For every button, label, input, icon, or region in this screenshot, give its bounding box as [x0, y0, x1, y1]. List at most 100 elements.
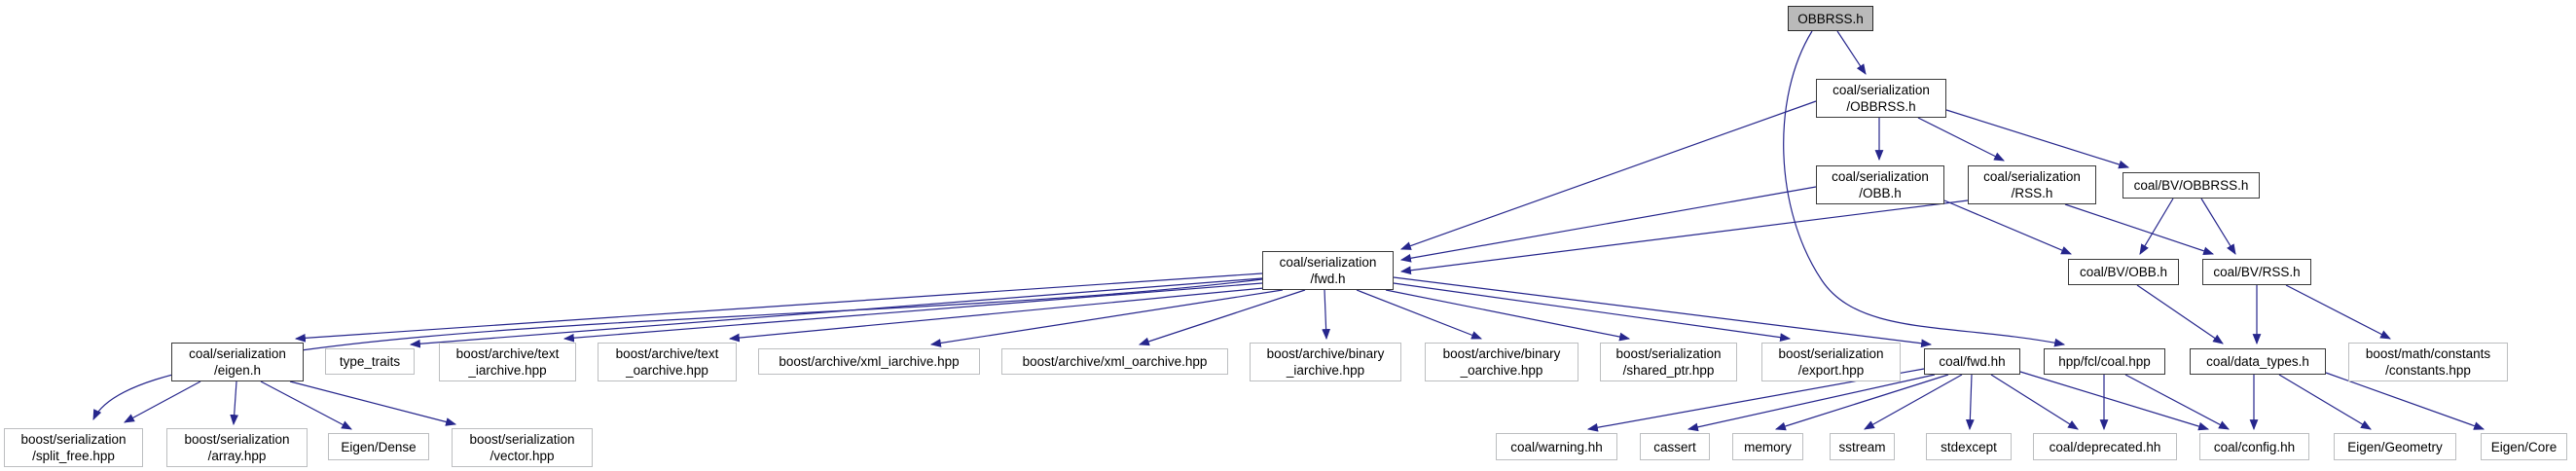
- edge-coal-serialization-fwd-h--to--boost-serialization-split-free-hpp: [92, 278, 1263, 420]
- node-label: sstream: [1838, 439, 1886, 454]
- edge-coal-data-types-h--to--eigen-geometry: [2278, 374, 2372, 430]
- node-coal-bv-obb-h[interactable]: coal/BV/OBB.h: [2068, 259, 2179, 285]
- edge-coal-fwd-hh--to--coal-config-hh: [2019, 371, 2210, 431]
- node-coal-serialization-fwd-h[interactable]: coal/serialization/fwd.h: [1262, 251, 1394, 290]
- edge-obbrss-root--to--hpp-fcl-coal-hpp: [1783, 30, 2066, 347]
- edge-coal-fwd-hh--to--cassert: [1687, 374, 1936, 432]
- edge-coal-serialization-eigen-h--to--boost-serialization-vector-hpp: [289, 380, 457, 426]
- node-label: coal/warning.hh: [1510, 439, 1603, 454]
- node-label: _iarchive.hpp: [468, 363, 547, 378]
- node-label: boost/serialization: [1615, 346, 1722, 361]
- edge-coal-serialization-fwd-h--to--boost-archive-text-iarchive-hpp: [562, 282, 1263, 343]
- node-label: OBBRSS.h: [1797, 11, 1864, 26]
- node-label: coal/data_types.h: [2206, 354, 2309, 369]
- edge-coal-serialization-obb-h--to--coal-serialization-fwd-h: [1399, 186, 1817, 263]
- edge-coal-serialization-rss-h--to--coal-serialization-fwd-h: [1399, 199, 1969, 275]
- node-memory: memory: [1732, 433, 1803, 460]
- edge-obbrss-root--to--coal-serialization-obbrss-h: [1836, 30, 1867, 75]
- node-coal-warning-hh: coal/warning.hh: [1496, 433, 1617, 460]
- edge-coal-fwd-hh--to--memory: [1774, 374, 1949, 431]
- node-type-traits: type_traits: [325, 348, 415, 375]
- node-label: boost/math/constants: [2365, 346, 2491, 361]
- node-label: boost/archive/binary: [1442, 346, 1561, 361]
- edge-coal-serialization-eigen-h--to--boost-serialization-array-hpp: [230, 380, 239, 426]
- node-coal-serialization-obb-h[interactable]: coal/serialization/OBB.h: [1816, 165, 1944, 204]
- node-boost-serialization-shared-ptr-hpp: boost/serialization/shared_ptr.hpp: [1600, 343, 1737, 381]
- edge-coal-serialization-fwd-h--to--boost-archive-xml-oarchive-hpp: [1138, 289, 1306, 346]
- node-eigen-dense: Eigen/Dense: [328, 433, 429, 460]
- edge-coal-fwd-hh--to--coal-deprecated-hh: [1990, 374, 2079, 430]
- node-eigen-core: Eigen/Core: [2481, 433, 2567, 460]
- node-label: /constants.hpp: [2385, 363, 2471, 378]
- node-label: /shared_ptr.hpp: [1622, 363, 1715, 378]
- node-label: _oarchive.hpp: [1460, 363, 1543, 378]
- edge-coal-serialization-eigen-h--to--boost-serialization-split-free-hpp: [124, 380, 201, 423]
- node-boost-archive-binary-oarchive-hpp: boost/archive/binary _oarchive.hpp: [1425, 343, 1578, 381]
- edge-coal-serialization-fwd-h--to--coal-serialization-eigen-h: [294, 272, 1263, 343]
- node-label: /fwd.h: [1310, 272, 1346, 286]
- node-boost-archive-binary-iarchive-hpp: boost/archive/binary_iarchive.hpp: [1250, 343, 1401, 381]
- node-label: _oarchive.hpp: [626, 363, 708, 378]
- node-label: hpp/fcl/coal.hpp: [2058, 354, 2151, 369]
- node-coal-bv-rss-h[interactable]: coal/BV/RSS.h: [2202, 259, 2311, 285]
- node-coal-config-hh: coal/config.hh: [2199, 433, 2309, 460]
- edge-coal-bv-rss-h--to--boost-math-constants-constants-hpp: [2285, 284, 2391, 340]
- node-coal-serialization-eigen-h[interactable]: coal/serialization/eigen.h: [171, 343, 304, 381]
- node-label: coal/BV/OBB.h: [2079, 265, 2168, 279]
- edge-coal-serialization-obbrss-h--to--coal-bv-obbrss-h: [1945, 109, 2130, 169]
- edge-coal-bv-obbrss-h--to--coal-bv-rss-h: [2200, 198, 2236, 255]
- node-boost-serialization-vector-hpp: boost/serialization/vector.hpp: [452, 428, 593, 467]
- edge-coal-serialization-obb-h--to--coal-bv-obb-h: [1943, 199, 2073, 255]
- node-label: Eigen/Geometry: [2347, 439, 2443, 454]
- node-label: boost/serialization: [20, 432, 127, 447]
- node-label: boost/serialization: [469, 432, 575, 447]
- node-cassert: cassert: [1640, 433, 1710, 460]
- node-boost-serialization-array-hpp: boost/serialization/array.hpp: [166, 428, 308, 467]
- edge-coal-serialization-fwd-h--to--boost-archive-xml-iarchive-hpp: [929, 289, 1284, 347]
- edge-coal-serialization-fwd-h--to--coal-fwd-hh: [1393, 276, 1933, 348]
- node-label: /eigen.h: [213, 363, 262, 378]
- edge-coal-serialization-fwd-h--to--boost-archive-binary-iarchive-hpp: [1322, 289, 1331, 341]
- node-label: /OBB.h: [1859, 186, 1902, 200]
- node-label: coal/config.hh: [2213, 439, 2296, 454]
- node-boost-archive-text-oarchive-hpp: boost/archive/text_oarchive.hpp: [598, 343, 737, 381]
- node-label: boost/archive/xml_oarchive.hpp: [1022, 354, 1208, 369]
- node-eigen-geometry: Eigen/Geometry: [2334, 433, 2456, 460]
- node-coal-data-types-h[interactable]: coal/data_types.h: [2190, 348, 2326, 375]
- node-coal-deprecated-hh: coal/deprecated.hh: [2033, 433, 2177, 460]
- node-label: /split_free.hpp: [32, 449, 115, 463]
- node-label: coal/deprecated.hh: [2049, 439, 2161, 454]
- node-stdexcept: stdexcept: [1926, 433, 2012, 460]
- node-label: coal/serialization: [1279, 255, 1377, 270]
- node-label: /array.hpp: [207, 449, 267, 463]
- node-label: coal/serialization: [189, 346, 286, 361]
- node-boost-math-constants-constants-hpp: boost/math/constants/constants.hpp: [2348, 343, 2508, 381]
- node-label: /OBBRSS.h: [1846, 99, 1916, 114]
- edge-coal-serialization-rss-h--to--coal-bv-rss-h: [2064, 203, 2215, 256]
- edge-coal-serialization-fwd-h--to--boost-archive-text-oarchive-hpp: [728, 287, 1265, 343]
- node-coal-serialization-obbrss-h[interactable]: coal/serialization/OBBRSS.h: [1816, 79, 1946, 118]
- node-label: _iarchive.hpp: [1286, 363, 1365, 378]
- node-coal-bv-obbrss-h[interactable]: coal/BV/OBBRSS.h: [2122, 172, 2260, 199]
- edge-coal-serialization-fwd-h--to--boost-serialization-shared-ptr-hpp: [1385, 289, 1631, 342]
- edge-coal-serialization-fwd-h--to--boost-serialization-export-hpp: [1393, 282, 1792, 342]
- node-label: boost/archive/text: [455, 346, 560, 361]
- node-coal-fwd-hh[interactable]: coal/fwd.hh: [1924, 348, 2020, 375]
- node-coal-serialization-rss-h[interactable]: coal/serialization/RSS.h: [1968, 165, 2096, 204]
- node-label: type_traits: [339, 354, 401, 369]
- node-label: memory: [1744, 439, 1792, 454]
- edge-coal-serialization-eigen-h--to--eigen-dense: [260, 380, 352, 430]
- node-label: coal/BV/OBBRSS.h: [2133, 178, 2249, 193]
- node-sstream: sstream: [1830, 433, 1895, 460]
- node-boost-archive-xml-oarchive-hpp: boost/archive/xml_oarchive.hpp: [1001, 348, 1228, 375]
- node-obbrss-root: OBBRSS.h: [1788, 6, 1873, 31]
- node-boost-archive-xml-iarchive-hpp: boost/archive/xml_iarchive.hpp: [758, 348, 980, 375]
- node-hpp-fcl-coal-hpp[interactable]: hpp/fcl/coal.hpp: [2044, 348, 2165, 375]
- node-label: cassert: [1653, 439, 1696, 454]
- node-label: boost/serialization: [1778, 346, 1884, 361]
- node-label: coal/serialization: [1983, 169, 2081, 184]
- node-label: /export.hpp: [1797, 363, 1865, 378]
- node-label: coal/serialization: [1832, 83, 1930, 97]
- node-label: coal/BV/RSS.h: [2213, 265, 2301, 279]
